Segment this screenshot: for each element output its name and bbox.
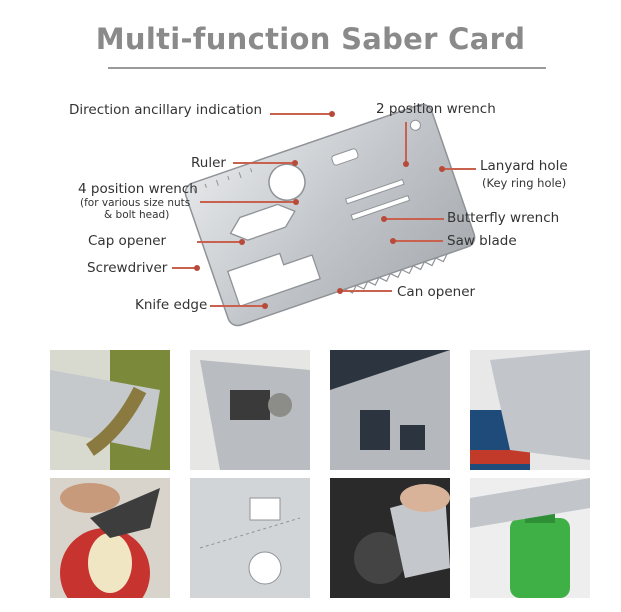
card-on-laptop-icon bbox=[330, 350, 450, 470]
card-closeup-icon bbox=[190, 478, 310, 598]
leader-ruler bbox=[233, 162, 295, 164]
label-lanyard: Lanyard hole bbox=[480, 158, 568, 174]
wrench-on-bolt-icon bbox=[190, 350, 310, 470]
label-saw: Saw blade bbox=[447, 233, 517, 249]
saber-card-diagram bbox=[184, 103, 476, 327]
label-four-wrench-sub1: (for various size nuts bbox=[80, 197, 191, 209]
label-can-opener: Can opener bbox=[397, 284, 476, 300]
label-two-wrench: 2 position wrench bbox=[376, 101, 496, 117]
leader-butterfly bbox=[384, 218, 444, 220]
bottle-opener-on-bottle-icon bbox=[470, 478, 590, 598]
label-screwdriver: Screwdriver bbox=[87, 260, 168, 276]
label-cap-opener: Cap opener bbox=[88, 233, 167, 249]
label-four-wrench-sub2: & bolt head) bbox=[104, 209, 170, 221]
leader-cap-opener bbox=[197, 241, 242, 243]
leader-lanyard bbox=[442, 168, 476, 170]
dot-lanyard bbox=[439, 166, 445, 172]
leader-can-opener bbox=[340, 290, 392, 292]
label-direction: Direction ancillary indication bbox=[69, 102, 263, 118]
can-opener-on-can-icon bbox=[470, 350, 590, 470]
label-ruler: Ruler bbox=[191, 155, 226, 171]
dot-ruler bbox=[292, 160, 298, 166]
dot-four-wrench bbox=[293, 199, 299, 205]
dot-cap-opener bbox=[239, 239, 245, 245]
card-body bbox=[184, 103, 476, 327]
knife-peeling-apple-icon bbox=[50, 478, 170, 598]
leader-direction bbox=[270, 113, 332, 115]
dot-screwdriver bbox=[194, 265, 200, 271]
dot-butterfly bbox=[381, 216, 387, 222]
saw-on-branch-icon bbox=[50, 350, 170, 470]
label-butterfly: Butterfly wrench bbox=[447, 210, 560, 226]
leader-screwdriver bbox=[172, 267, 197, 269]
leader-two-wrench bbox=[405, 122, 407, 164]
dot-saw bbox=[390, 238, 396, 244]
label-lanyard-sub: (Key ring hole) bbox=[482, 176, 567, 190]
leader-four-wrench bbox=[200, 201, 296, 203]
dot-can-opener bbox=[337, 288, 343, 294]
leader-knife bbox=[210, 305, 265, 307]
label-knife-edge: Knife edge bbox=[135, 297, 208, 313]
page-title: Multi-function Saber Card bbox=[95, 22, 526, 56]
label-four-wrench: 4 position wrench bbox=[78, 181, 198, 197]
dot-knife bbox=[262, 303, 268, 309]
dot-direction bbox=[329, 111, 335, 117]
card-on-camera-icon bbox=[330, 478, 450, 598]
leader-saw bbox=[393, 240, 443, 242]
title-underline bbox=[108, 67, 546, 69]
dot-two-wrench bbox=[403, 161, 409, 167]
